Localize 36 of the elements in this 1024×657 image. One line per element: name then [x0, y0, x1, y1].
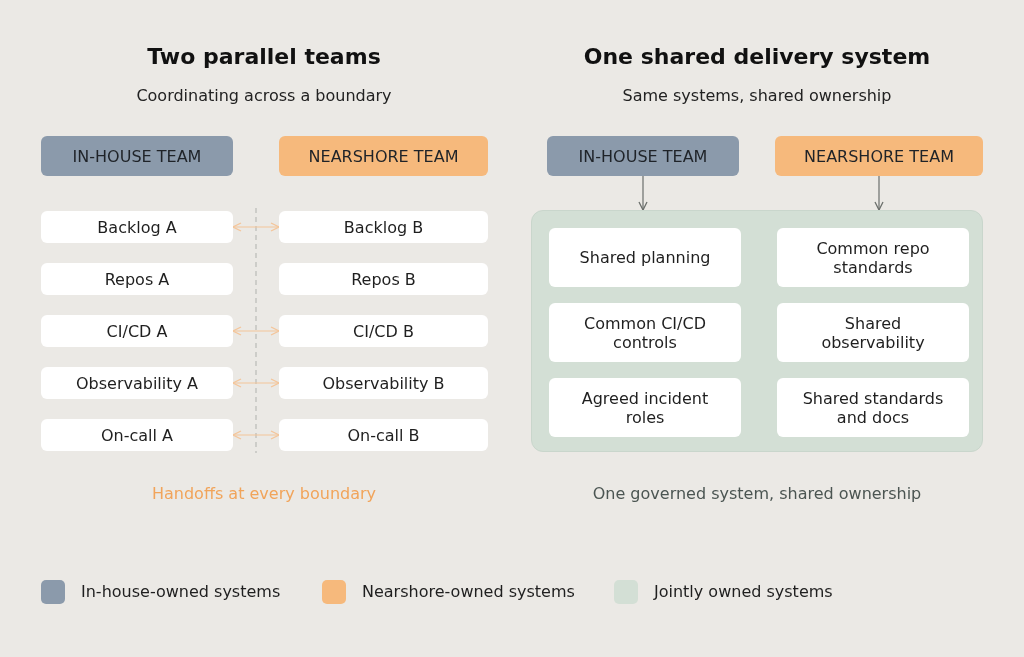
system-card: Agreed incident roles: [549, 378, 741, 437]
system-card: Shared planning: [549, 228, 741, 287]
arrow: [874, 175, 884, 211]
system-card: On-call A: [41, 419, 233, 451]
legend-label: In-house-owned systems: [81, 582, 281, 601]
system-card: CI/CD B: [279, 315, 488, 347]
system-card: Repos A: [41, 263, 233, 295]
footnote: Handoffs at every boundary: [150, 484, 378, 503]
system-card: Backlog B: [279, 211, 488, 243]
system-card: Common CI/CD controls: [549, 303, 741, 362]
system-card: Shared standards and docs: [777, 378, 969, 437]
legend-label: Jointly owned systems: [654, 582, 833, 601]
arrow: [232, 326, 280, 336]
system-card: Backlog A: [41, 211, 233, 243]
panel-subtitle: Coordinating across a boundary: [135, 86, 393, 105]
arrow: [232, 430, 280, 440]
system-card: Common repo standards: [777, 228, 969, 287]
arrow: [232, 222, 280, 232]
system-card: Observability B: [279, 367, 488, 399]
footnote: One governed system, shared ownership: [591, 484, 923, 503]
system-card: CI/CD A: [41, 315, 233, 347]
team-header: IN-HOUSE TEAM: [547, 136, 739, 176]
arrow: [638, 175, 648, 211]
panel-heading: Two parallel teams: [146, 44, 382, 69]
shared-system-panel: [531, 210, 983, 452]
system-card: Observability A: [41, 367, 233, 399]
team-header: NEARSHORE TEAM: [279, 136, 488, 176]
system-card: On-call B: [279, 419, 488, 451]
arrow: [232, 378, 280, 388]
legend-label: Nearshore-owned systems: [362, 582, 575, 601]
system-card: Repos B: [279, 263, 488, 295]
team-header: IN-HOUSE TEAM: [41, 136, 233, 176]
system-card: Shared observability: [777, 303, 969, 362]
team-header: NEARSHORE TEAM: [775, 136, 983, 176]
panel-subtitle: Same systems, shared ownership: [621, 86, 893, 105]
panel-heading: One shared delivery system: [582, 44, 932, 69]
